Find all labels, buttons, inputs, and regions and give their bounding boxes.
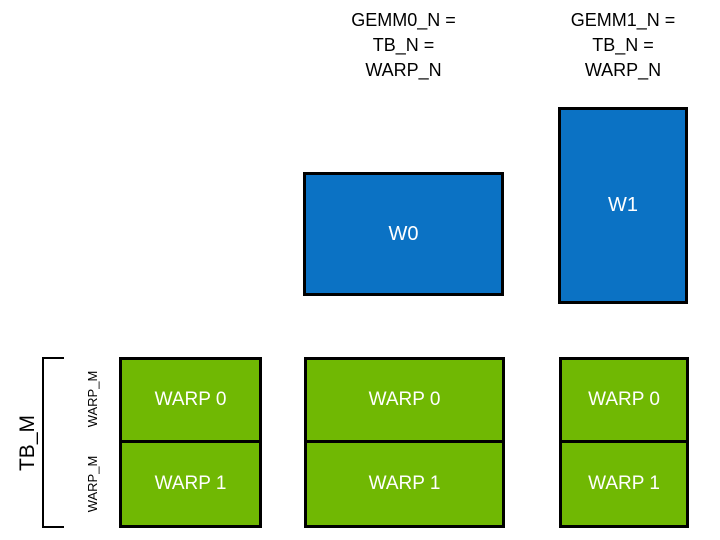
warp-tile-label: WARP 0 (368, 388, 441, 410)
warp-tile-cell: WARP 1 (122, 442, 259, 525)
warp-tile-cell: WARP 1 (307, 442, 502, 525)
warp-m-axis-label-0: WARP_M (85, 370, 100, 428)
warp-tile-column-2: WARP 0 WARP 1 (559, 357, 689, 528)
warp-tile-label: WARP 1 (588, 472, 660, 494)
warp-box-w0: W0 (303, 172, 504, 296)
warp-box-w1-label: W1 (608, 194, 638, 216)
warp-tile-label: WARP 0 (154, 388, 227, 410)
warp-box-w0-label: W0 (388, 222, 419, 245)
warp-tile-column-0: WARP 0 WARP 1 (119, 357, 262, 528)
warp-m-axis-label-1: WARP_M (85, 455, 100, 513)
warp-tile-cell: WARP 0 (562, 360, 686, 443)
warp-tile-column-1: WARP 0 WARP 1 (304, 357, 505, 528)
warp-tile-label: WARP 1 (368, 472, 441, 494)
tb-m-axis-label: TB_M (16, 415, 39, 472)
column-header-gemm1: GEMM1_N = TB_N = WARP_N (570, 10, 676, 80)
warp-box-w1: W1 (558, 107, 688, 304)
warp-tile-cell: WARP 0 (307, 360, 502, 443)
warp-tile-cell: WARP 0 (122, 360, 259, 443)
warp-tile-label: WARP 0 (588, 388, 660, 410)
warp-tile-cell: WARP 1 (562, 442, 686, 525)
column-header-gemm0: GEMM0_N = TB_N = WARP_N (351, 10, 456, 80)
warp-tile-label: WARP 1 (154, 472, 227, 494)
tb-m-bracket (42, 357, 64, 528)
